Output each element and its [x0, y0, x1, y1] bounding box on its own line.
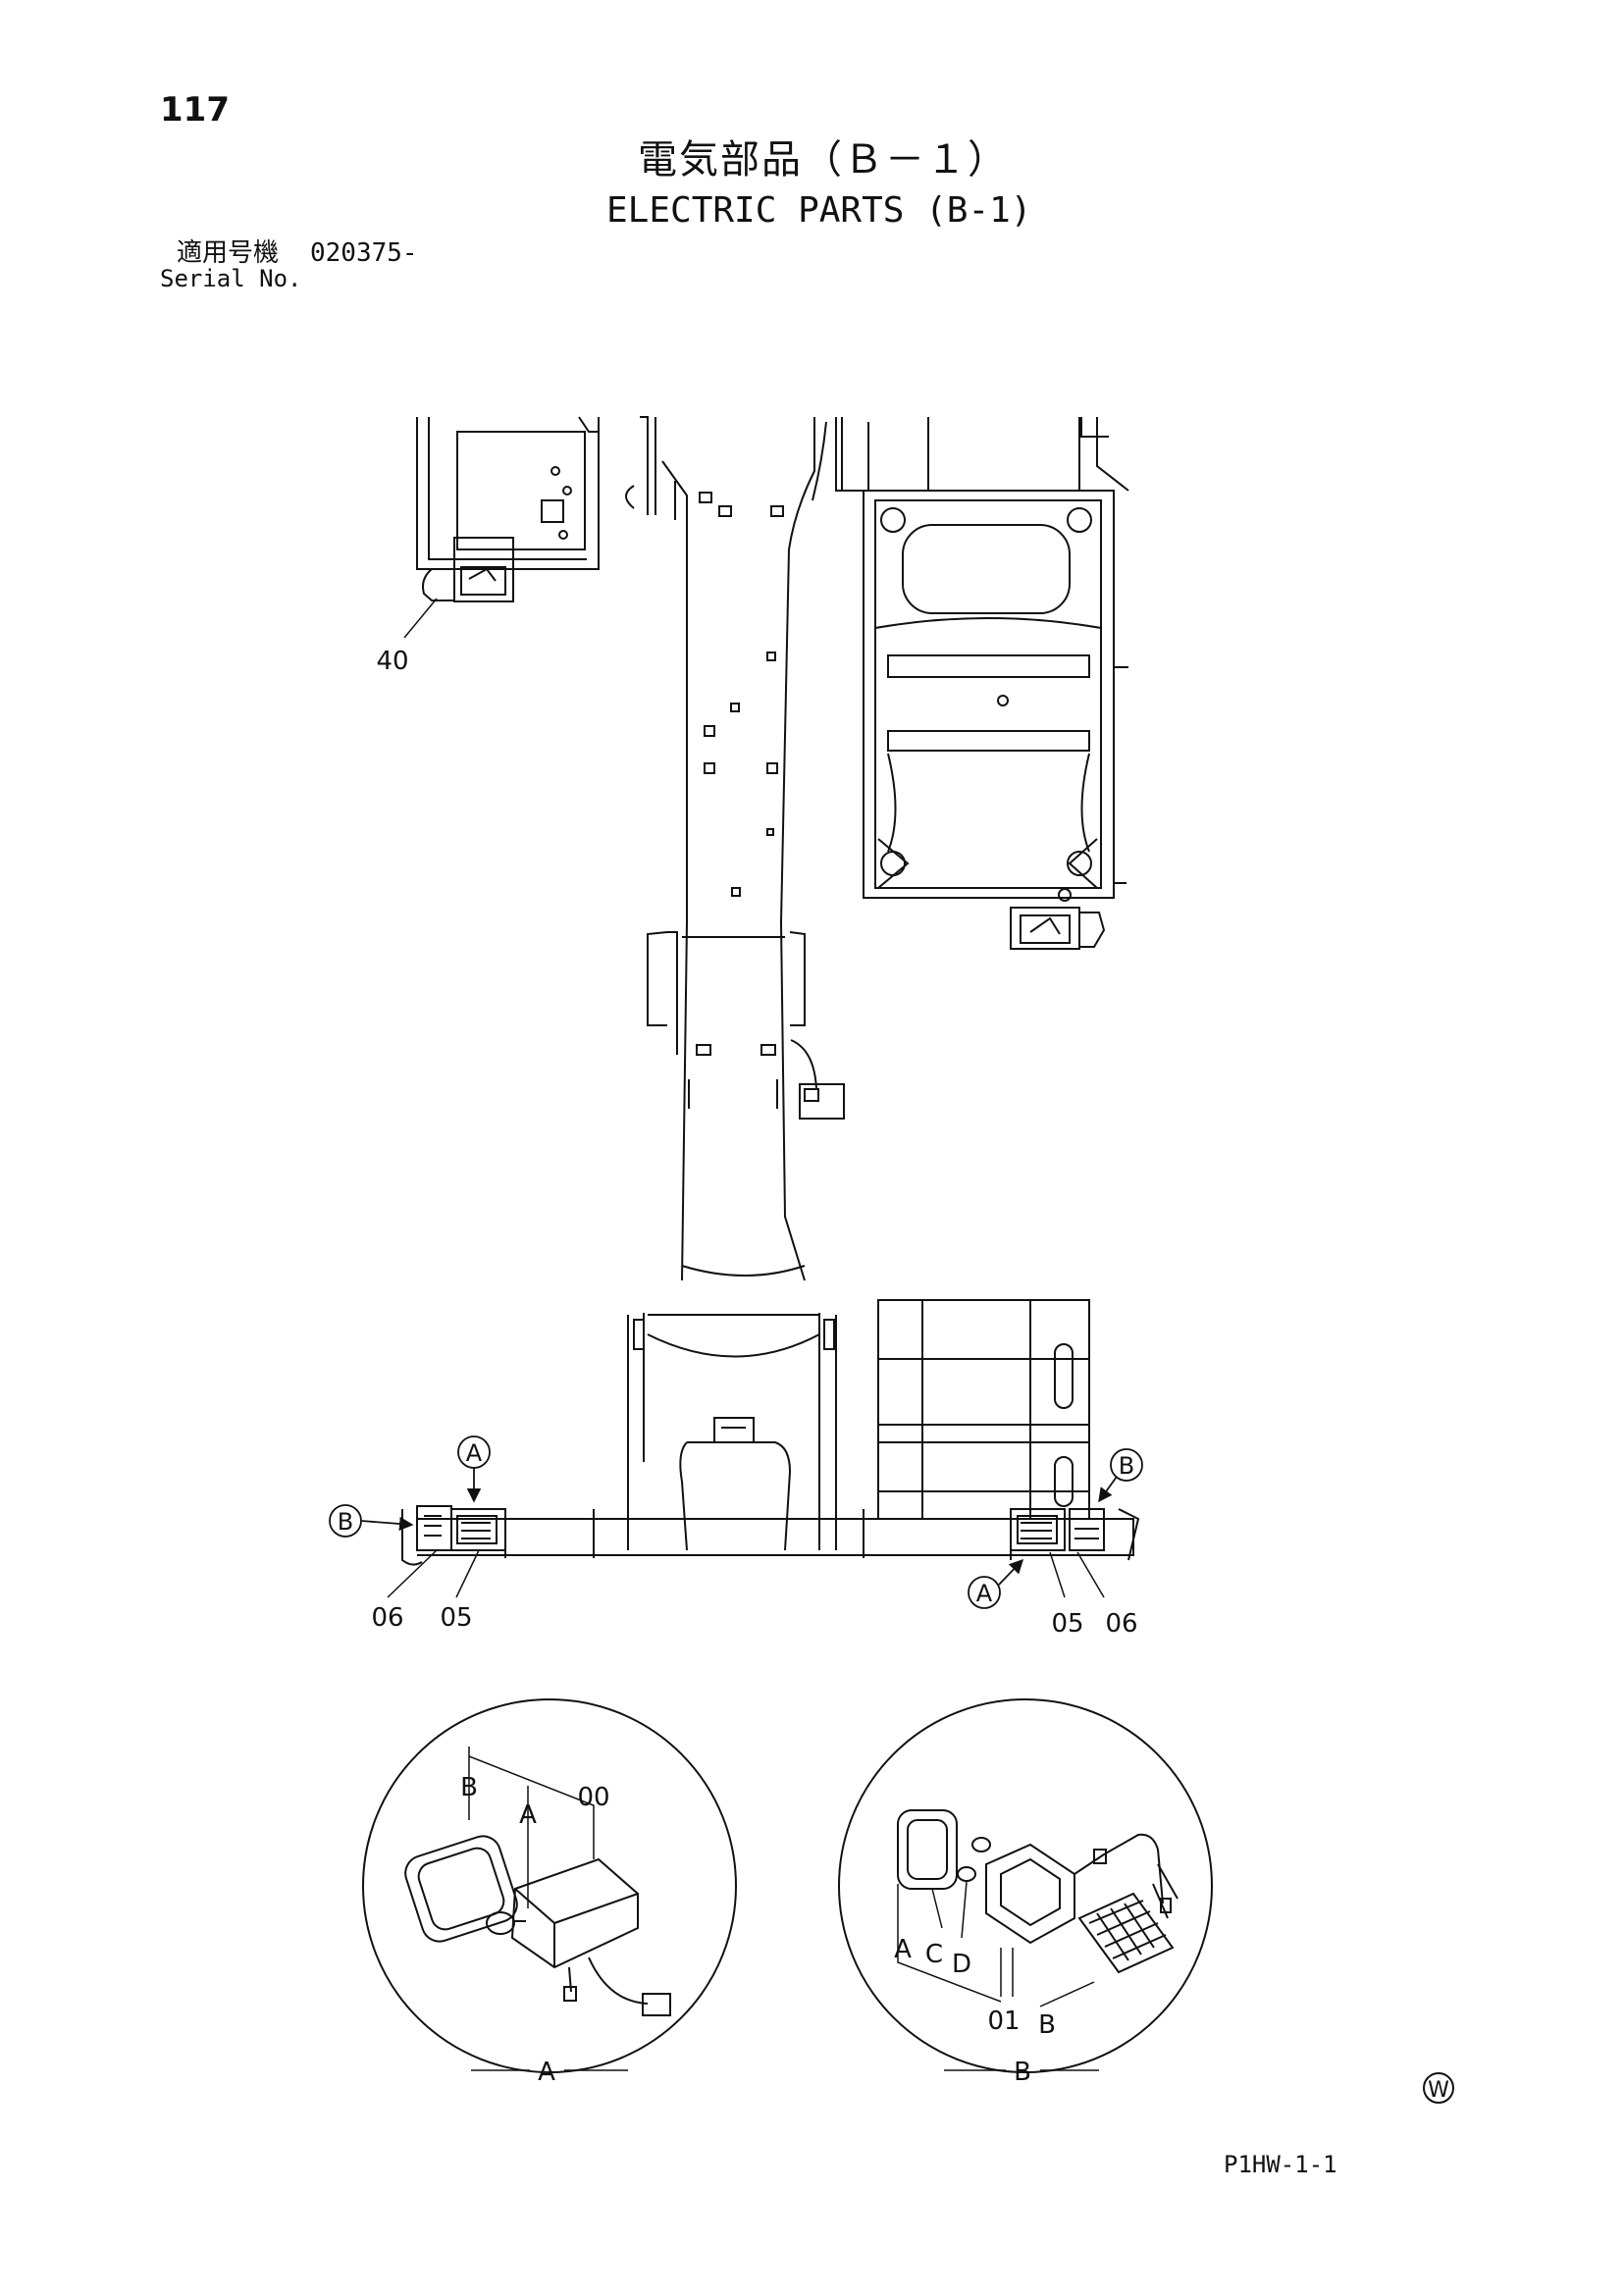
boom-work-light	[790, 1039, 845, 1120]
callout-40-leader	[403, 598, 438, 639]
callout-06-left-label: 06	[371, 1603, 403, 1633]
cab-work-light	[422, 537, 514, 602]
detail-a-label-b: B	[460, 1773, 478, 1802]
detail-b-label-d: D	[952, 1950, 971, 1979]
page-number: 117	[160, 90, 230, 130]
detail-b-label-c: C	[925, 1940, 943, 1969]
ref-a-left-balloon-label: A	[466, 1439, 483, 1467]
detail-b-circle	[838, 1698, 1213, 2073]
detail-b-label-b: B	[1038, 2010, 1056, 2040]
detail-b-label-a: A	[894, 1935, 912, 1964]
callout-40-label: 40	[376, 647, 408, 676]
detail-a-circle	[362, 1698, 737, 2073]
drawing-code: P1HW-1-1	[1224, 2151, 1337, 2178]
upper-frame-plan-view	[416, 416, 1129, 1281]
title-english: ELECTRIC PARTS (B-1)	[606, 190, 1032, 231]
serial-label-japanese: 適用号機	[177, 238, 280, 268]
side-view-leaders	[387, 1549, 1105, 1598]
reference-balloons	[329, 1435, 1143, 1609]
detail-a-caption: A	[538, 2058, 555, 2087]
title-japanese: 電気部品（Ｂ－１）	[638, 137, 1009, 183]
callout-05-left-label: 05	[440, 1603, 472, 1633]
right-work-light-assembly	[1010, 1508, 1105, 1551]
ref-a-right-balloon-label: A	[976, 1580, 993, 1607]
detail-a-label-a: A	[519, 1800, 537, 1830]
left-work-light-assembly	[416, 1505, 506, 1551]
callout-05-right-label: 05	[1051, 1609, 1083, 1639]
serial-number-value: 020375-	[310, 238, 418, 268]
ref-b-left-balloon-label: B	[338, 1508, 353, 1536]
manufacturer-mark-circle	[1423, 2072, 1454, 2104]
detail-b-leaders	[897, 1881, 1099, 2071]
detail-a-label-00: 00	[577, 1783, 609, 1812]
ref-b-right-balloon-label: B	[1119, 1452, 1134, 1480]
detail-b-caption: B	[1014, 2058, 1031, 2087]
upper-frame-side-view	[401, 1299, 1140, 1566]
callout-06-right-label: 06	[1105, 1609, 1137, 1639]
detail-a-leaders	[468, 1747, 628, 2071]
rear-frame-work-light	[1010, 888, 1106, 950]
detail-b-label-01: 01	[987, 2007, 1020, 2036]
serial-label-english: Serial No.	[160, 265, 302, 292]
manufacturer-mark: W	[1428, 2078, 1449, 2103]
